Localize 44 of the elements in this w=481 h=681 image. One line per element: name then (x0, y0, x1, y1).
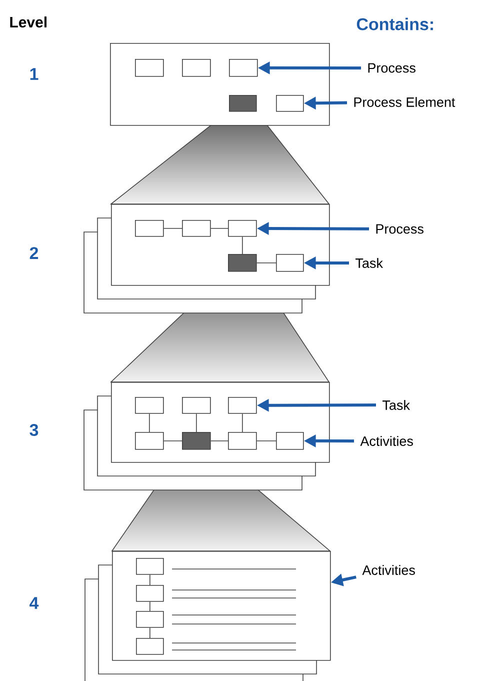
process-box (135, 220, 164, 237)
process-box (136, 611, 164, 628)
level-number: 3 (30, 424, 38, 436)
column-heading: Level (10, 16, 46, 28)
leader-text: Task (356, 258, 383, 268)
process-box (182, 220, 211, 237)
process-box (135, 59, 164, 77)
process-box (229, 59, 258, 77)
connector-line (196, 413, 197, 432)
process-box (182, 59, 211, 77)
expanded-box (228, 254, 257, 272)
connector-line (163, 228, 182, 229)
process-box (228, 220, 257, 237)
process-box (182, 397, 211, 414)
level-number: 4 (30, 597, 39, 609)
leader-text: Task (382, 400, 410, 410)
connector-line (242, 413, 243, 432)
column-heading: Contains: (356, 18, 433, 30)
leader-text: Process (376, 224, 424, 234)
process-box (228, 432, 257, 450)
connector-line (242, 236, 243, 254)
leader-text: Activities (360, 436, 413, 446)
process-box (135, 432, 164, 450)
process-box (276, 432, 304, 450)
level-number: 2 (30, 247, 38, 259)
connector-line (210, 228, 228, 229)
connector-line (256, 262, 276, 264)
leader-text: Process (368, 63, 416, 73)
process-box (135, 397, 164, 414)
process-box (276, 95, 304, 112)
process-box (228, 397, 257, 414)
leader-text: Process Element (354, 97, 456, 107)
expanded-box (182, 432, 211, 450)
expanded-box (229, 95, 257, 112)
leader-text: Activities (362, 565, 415, 575)
level-number: 1 (30, 68, 38, 80)
process-box (136, 638, 164, 655)
connector-line (210, 440, 228, 442)
process-box (136, 585, 164, 602)
connector-line (256, 440, 276, 442)
connector-line (163, 440, 182, 442)
connector-line (149, 413, 150, 432)
process-box (276, 254, 304, 272)
process-box (136, 558, 164, 575)
